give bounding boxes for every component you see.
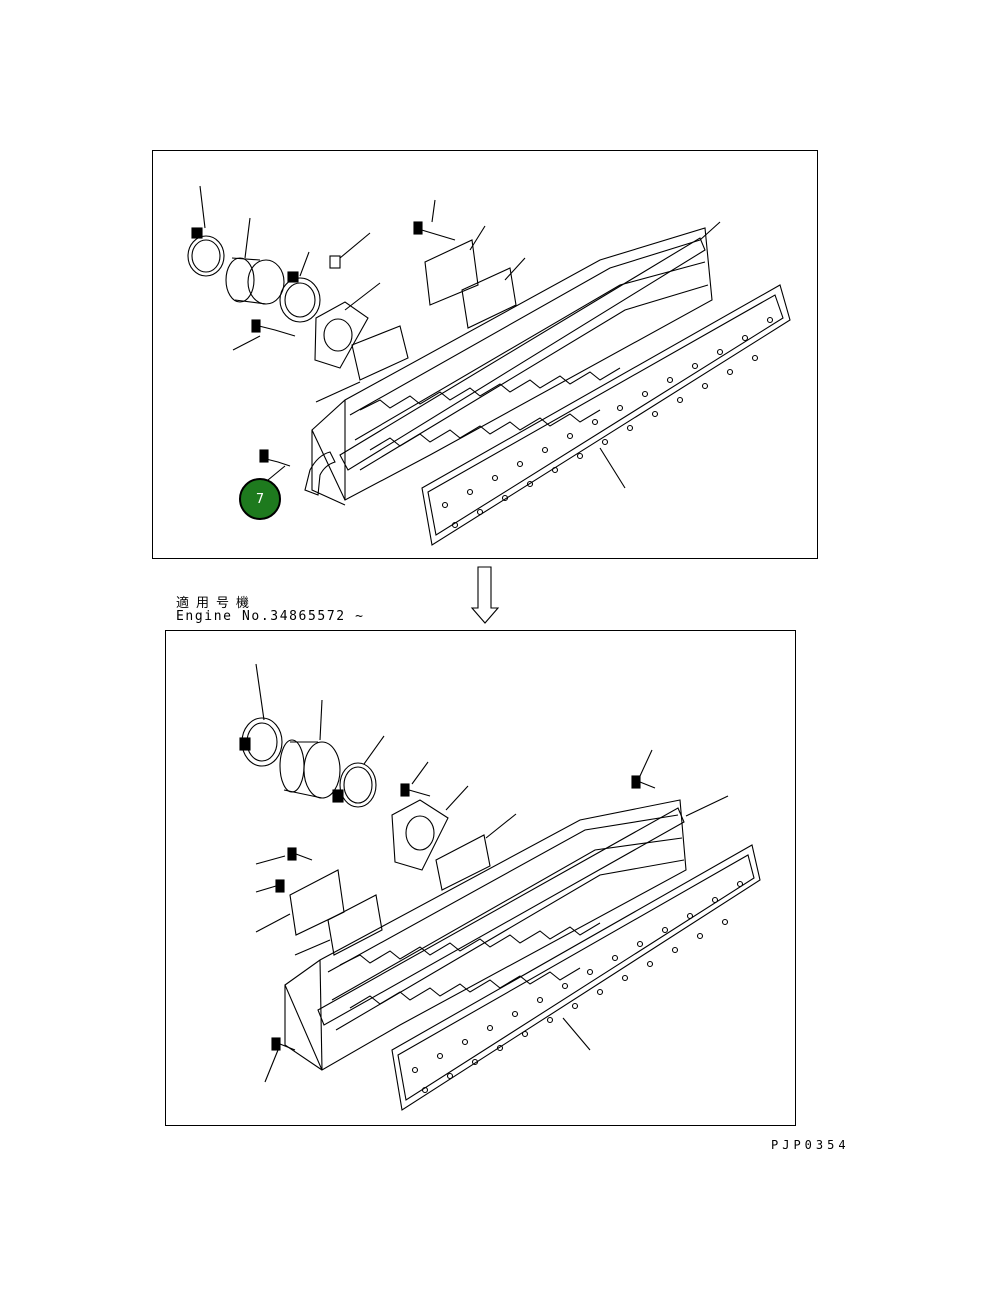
serial-range-label-jp: 適用号機 xyxy=(176,596,257,611)
callout-number: 7 xyxy=(255,491,265,507)
top-diagram-frame xyxy=(152,150,818,559)
down-arrow-icon xyxy=(470,566,500,624)
top-cooler-assembly xyxy=(187,185,791,546)
serial-range-label-en: Engine No.34865572 ~ xyxy=(176,609,365,624)
part-callout-7[interactable]: 7 xyxy=(239,478,281,520)
drawing-code: PJP0354 xyxy=(771,1138,850,1152)
bottom-diagram-frame xyxy=(165,630,796,1126)
bottom-cooler-assembly xyxy=(239,663,761,1111)
